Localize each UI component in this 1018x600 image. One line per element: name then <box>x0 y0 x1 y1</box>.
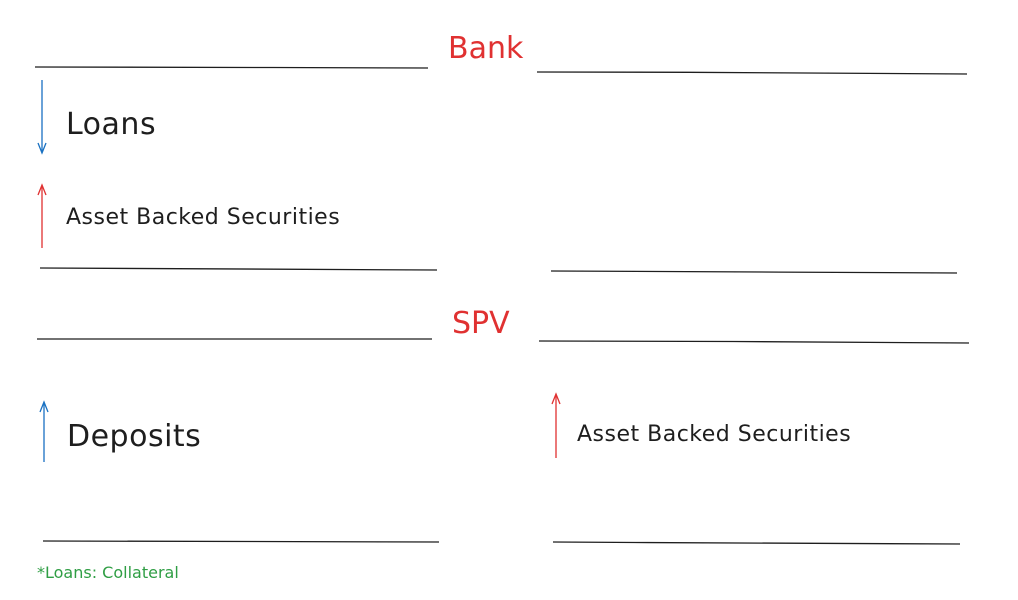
loans-down-arrow-icon <box>37 80 47 155</box>
spv-bottom-line-left <box>42 540 440 543</box>
bank-abs-label: Asset Backed Securities <box>66 205 341 230</box>
deposits-up-arrow-icon <box>39 400 49 463</box>
spv-bottom-line-right <box>552 541 961 545</box>
bank-loans-label: Loans <box>66 107 157 142</box>
bank-bottom-line-right <box>550 270 958 274</box>
bank-bottom-line-left <box>39 267 438 271</box>
bank-abs-up-arrow-icon <box>37 183 47 248</box>
spv-deposits-label: Deposits <box>67 419 202 454</box>
bank-title: Bank <box>448 31 524 66</box>
spv-abs-label: Asset Backed Securities <box>577 422 852 447</box>
bank-header-line-right <box>536 71 968 75</box>
spv-header-line-right <box>538 340 970 344</box>
spv-title: SPV <box>452 306 510 341</box>
bank-header-line-left <box>34 66 429 69</box>
spv-abs-up-arrow-icon <box>551 392 561 458</box>
collateral-note: *Loans: Collateral <box>37 563 179 582</box>
